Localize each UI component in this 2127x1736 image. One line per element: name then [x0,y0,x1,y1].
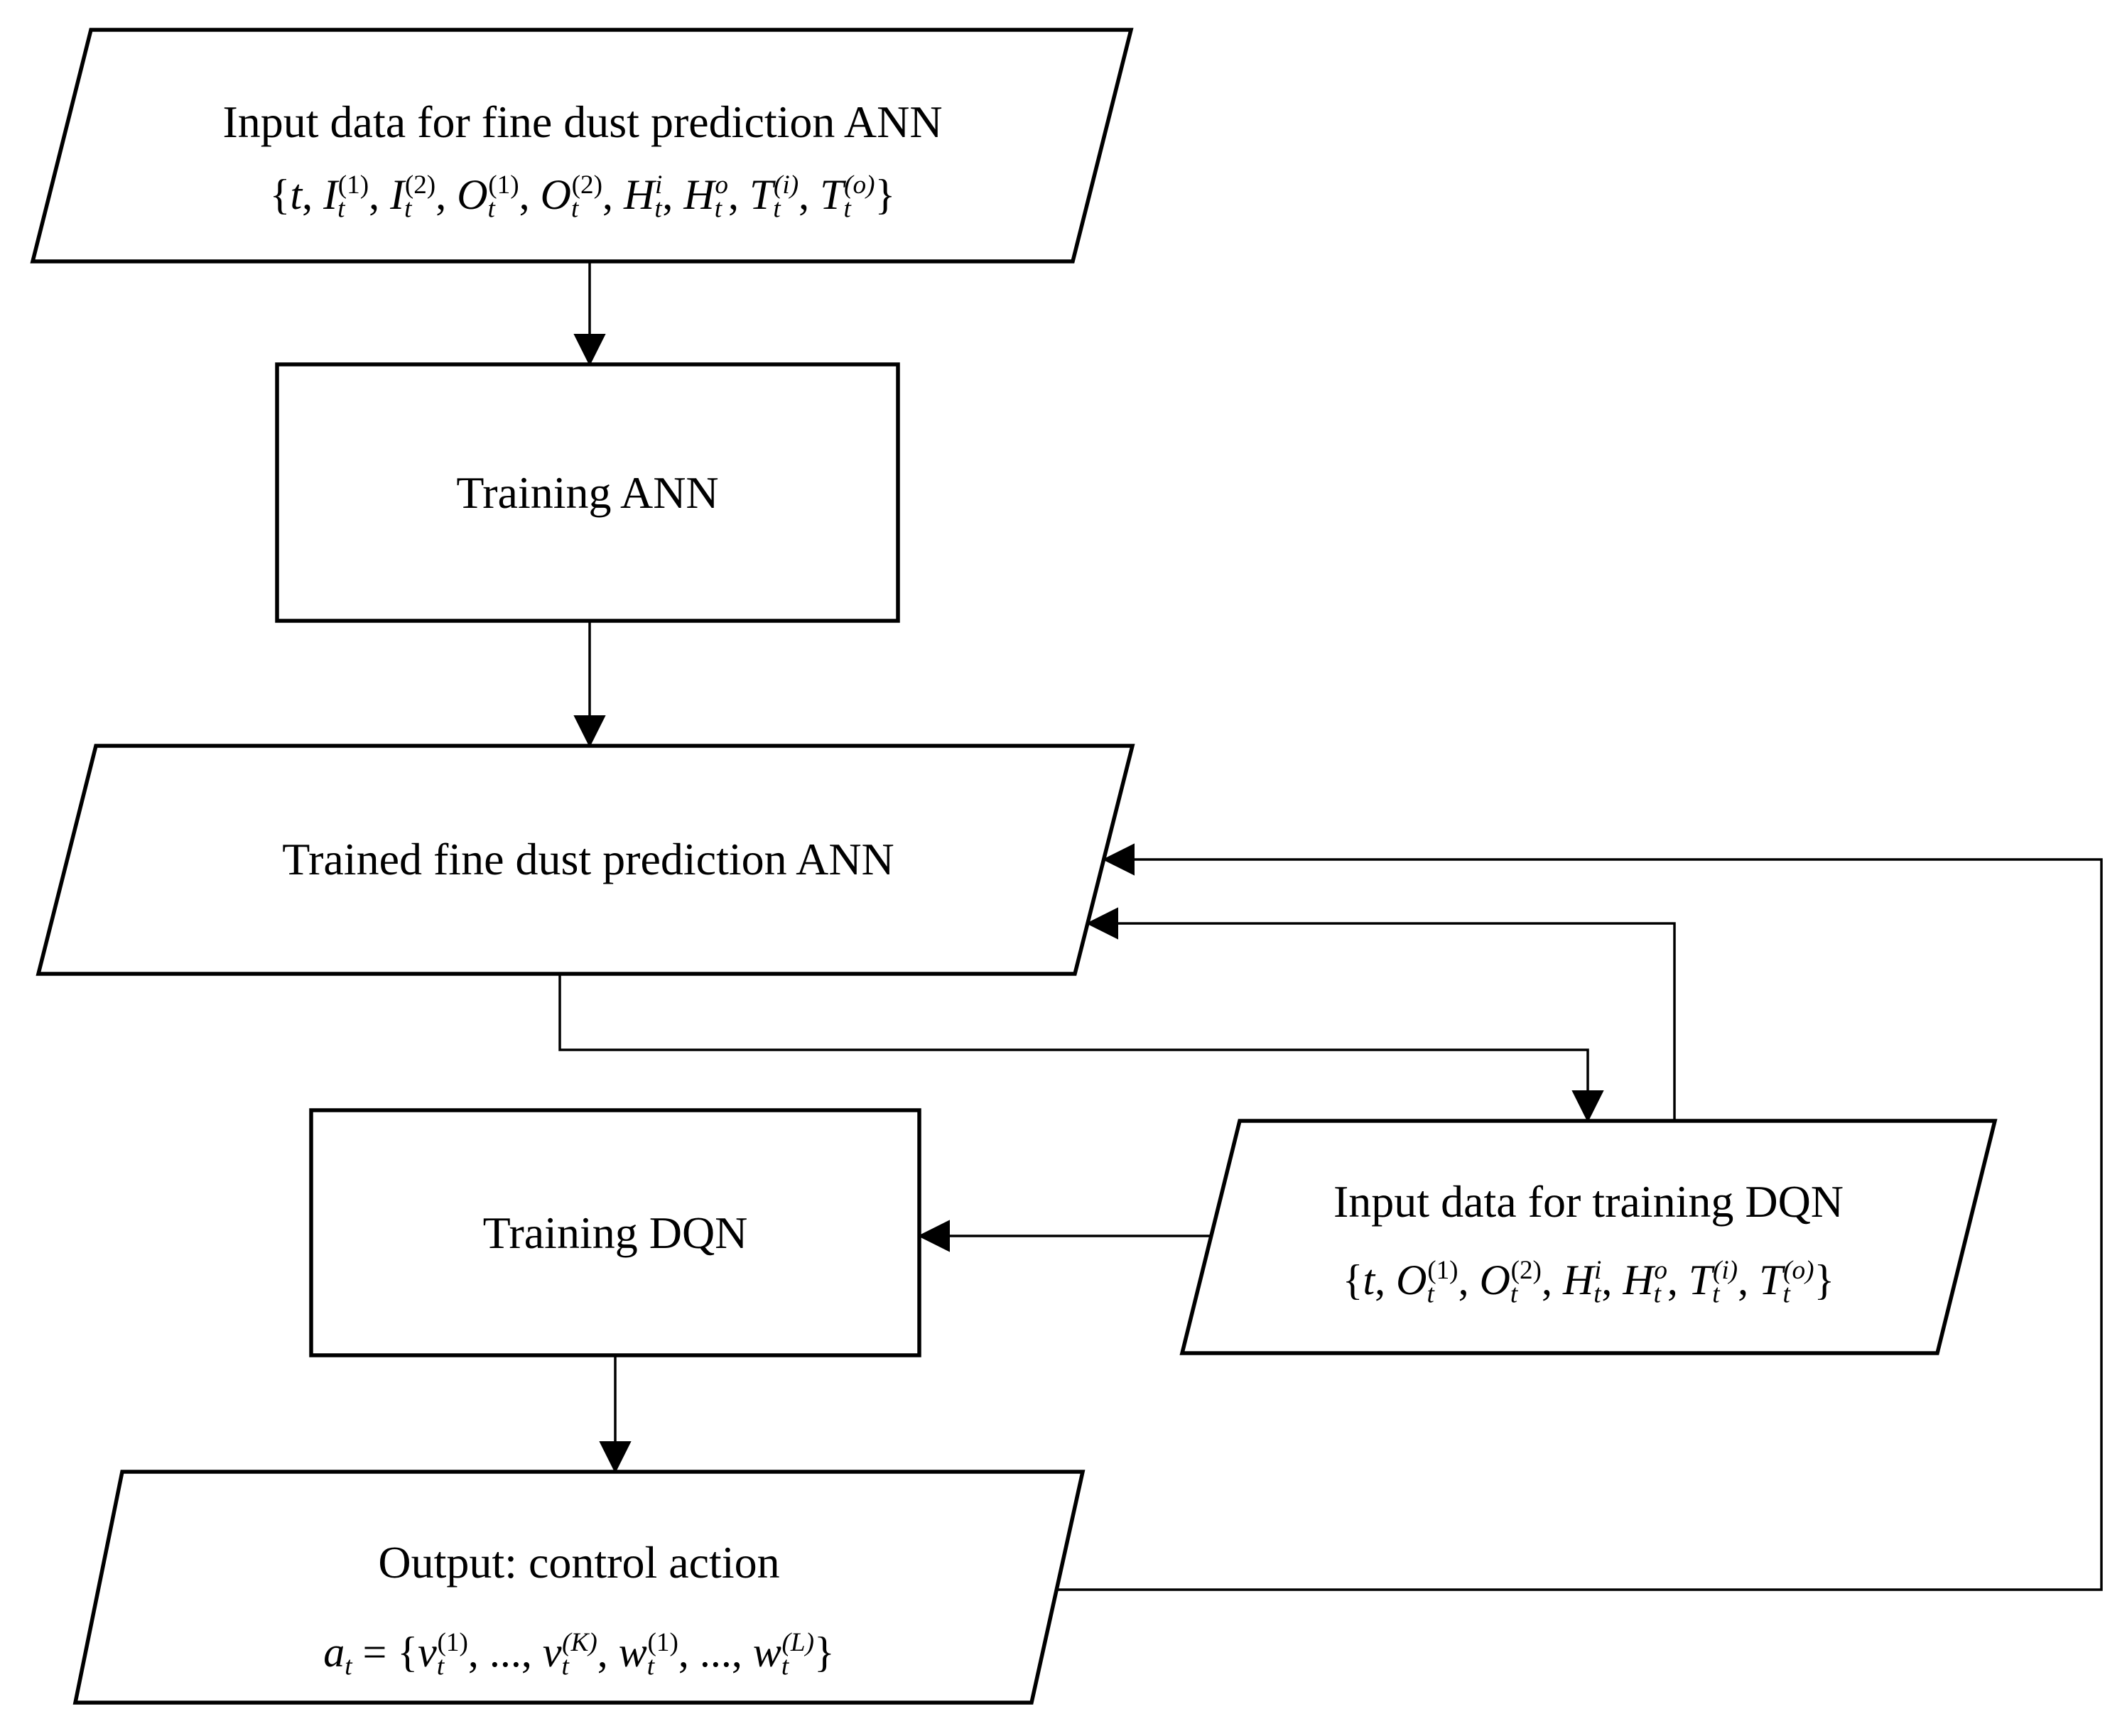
edge-output-to-trained-ann [1056,843,2103,1591]
node-shape-output [72,1470,1086,1705]
node-shape-trained-ann [36,744,1135,976]
node-label-training-ann: Training ANN [456,467,719,519]
node-label-trained-ann: Trained fine dust prediction ANN [282,834,894,885]
node-formula-input-dqn: {t, Ot(1), Ot(2), Hti, Hto, Tt(i), Tt(o)… [1342,1255,1835,1309]
node-formula-input-ann: {t, It(1), It(2), Ot(1), Ot(2), Hti, Hto… [269,170,896,224]
node-label-input-dqn: Input data for training DQN [1333,1176,1844,1227]
edge-trained-ann-to-input-dqn [558,974,1604,1123]
node-shape-input-dqn [1179,1119,1998,1355]
edge-input-dqn-to-trained-ann [1086,907,1676,1121]
node-label-input-ann: Input data for fine dust prediction ANN [222,97,943,148]
node-formula-output: at = {vt(1), ..., vt(K), wt(1), ..., wt(… [323,1627,835,1681]
node-shape-training-ann [275,362,900,623]
node-shape-input-ann [30,28,1134,264]
node-label-output: Output: control action [378,1537,780,1588]
node-label-training-dqn: Training DQN [482,1208,748,1259]
